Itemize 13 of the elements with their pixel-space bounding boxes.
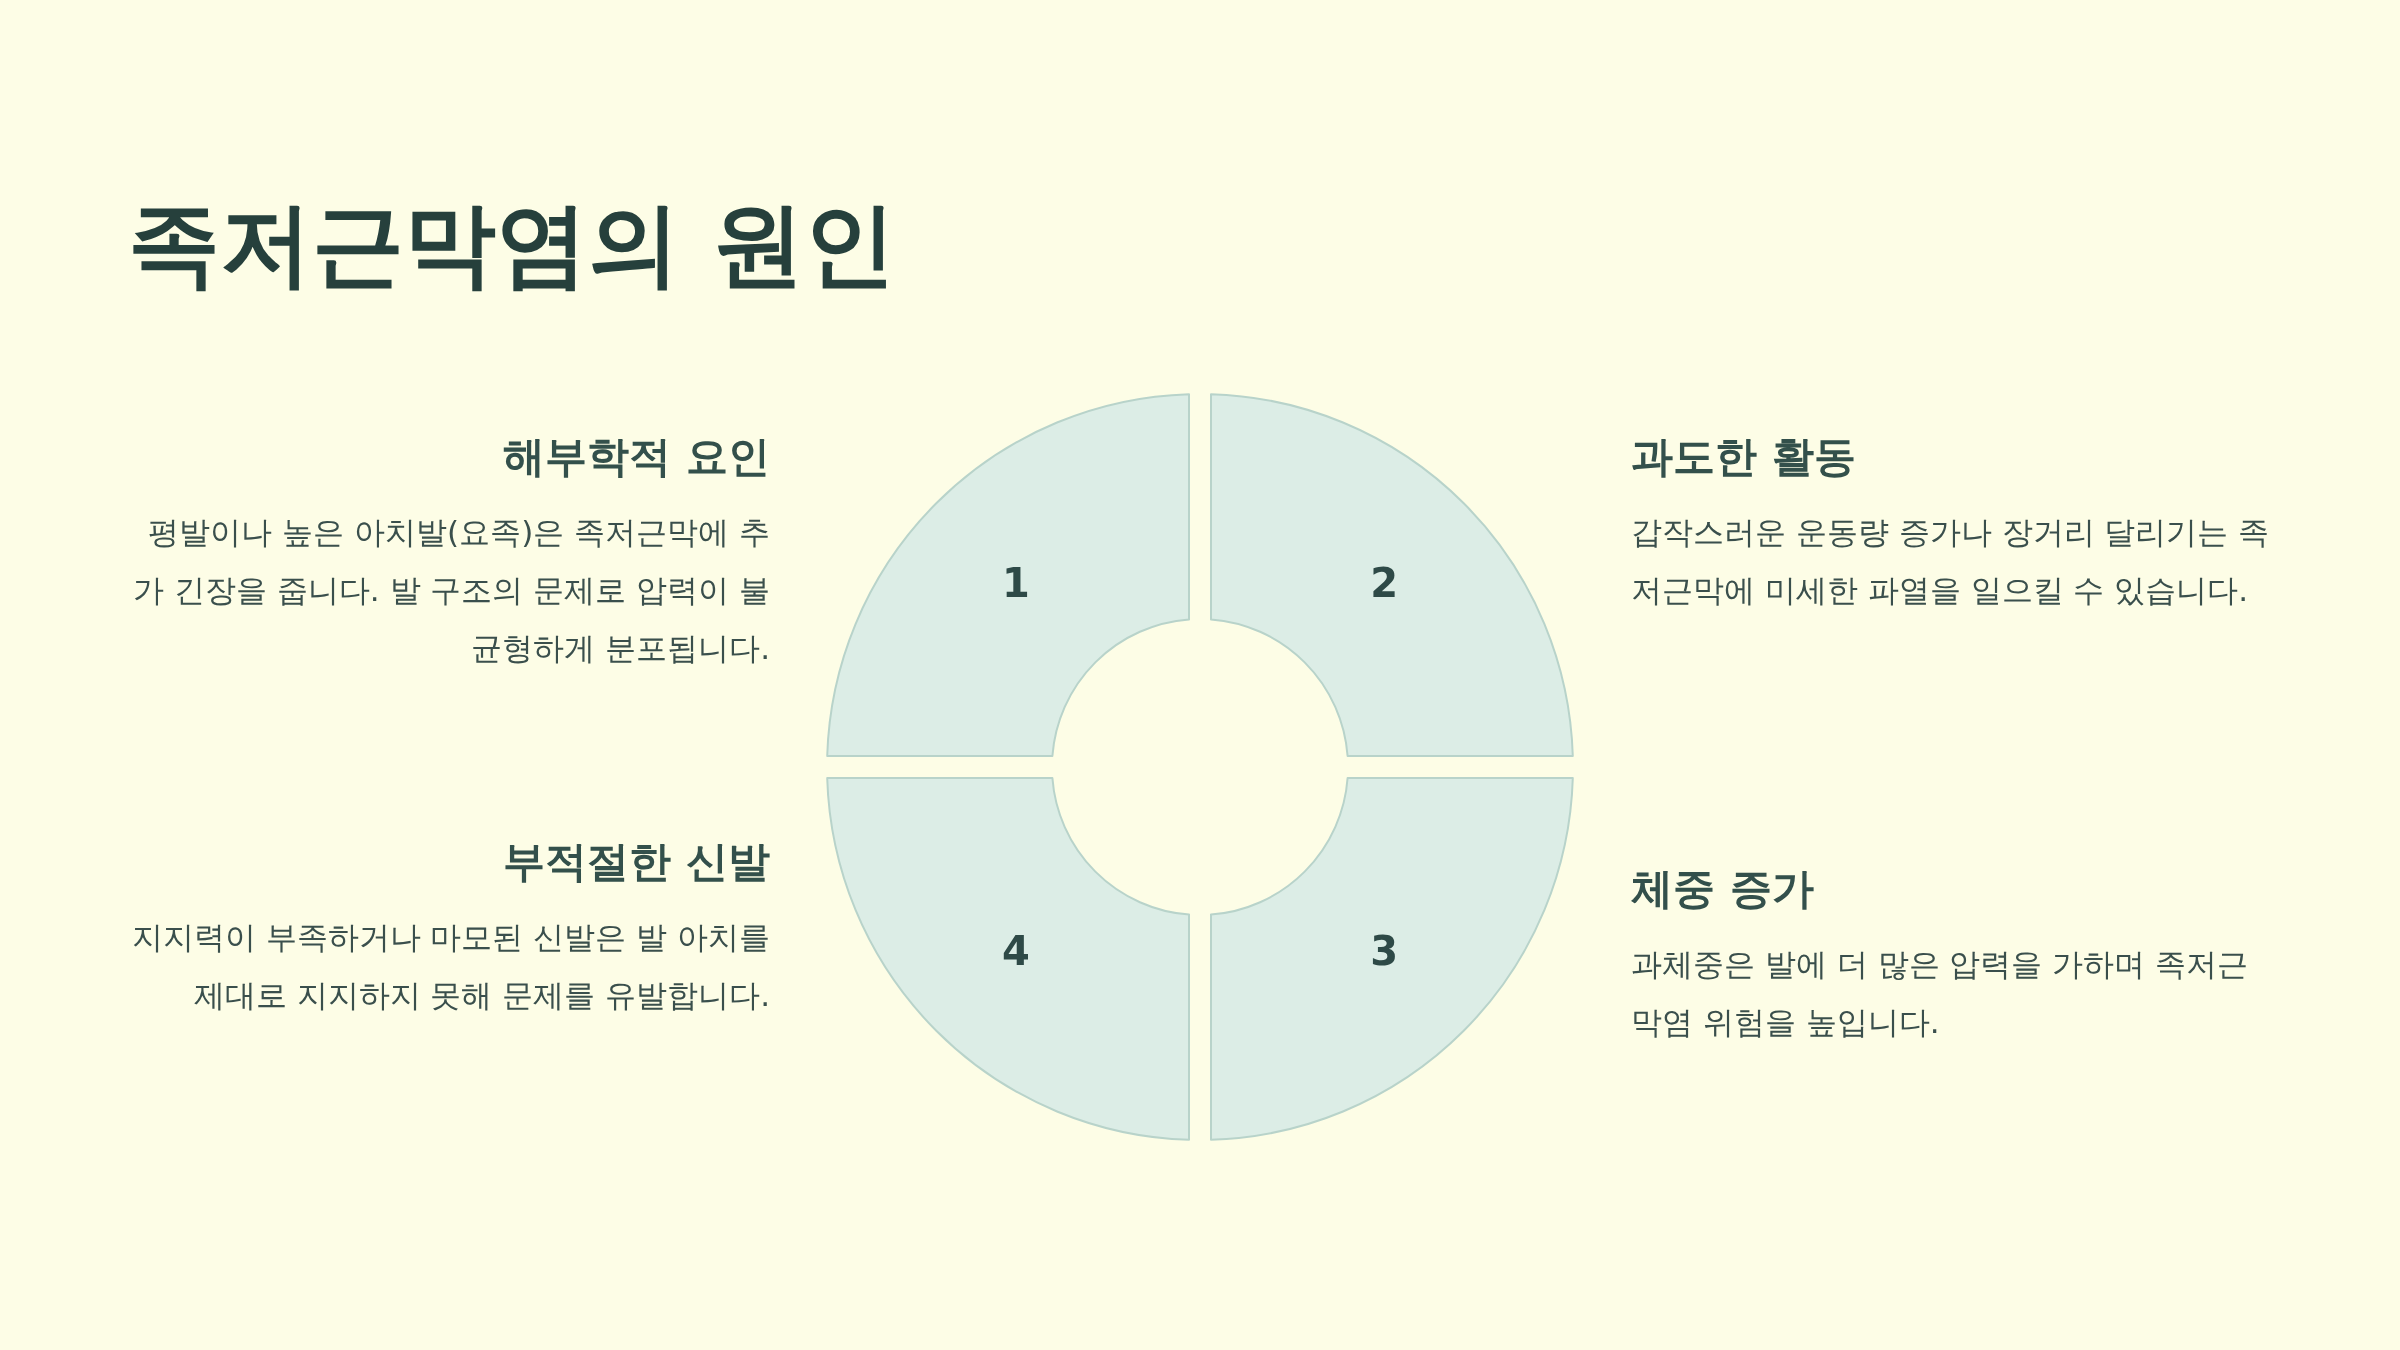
cause-heading: 과도한 활동 [1631,431,1857,483]
segment-number: 3 [1370,931,1399,972]
cause-description: 과체중은 발에 더 많은 압력을 가하며 족저근막염 위험을 높입니다. [1631,944,2250,1042]
segment-number: 2 [1370,562,1399,603]
slide-title: 족저근막염의 원인 [128,190,897,300]
segment-number: 1 [1001,562,1030,603]
cause-description: 지지력이 부족하거나 마모된 신발은 발 아치를 제대로 지지하지 못해 문제를 유발합니다. [130,917,770,1015]
cause-description: 평발이나 높은 아치발(요족)은 족저근막에 추가 긴장을 줍니다. 발 구조의 문제로 압력이 불균형하게 분포됩니다. [132,512,770,668]
cause-heading: 부적절한 신발 [502,836,770,888]
segment-number: 4 [1001,931,1030,972]
cause-heading: 해부학적 요인 [502,431,770,483]
cause-description: 갑작스러운 운동량 증가나 장거리 달리기는 족저근막에 미세한 파열을 일으킬 수 있습니다. [1631,512,2271,610]
cause-heading: 체중 증가 [1631,863,1815,915]
